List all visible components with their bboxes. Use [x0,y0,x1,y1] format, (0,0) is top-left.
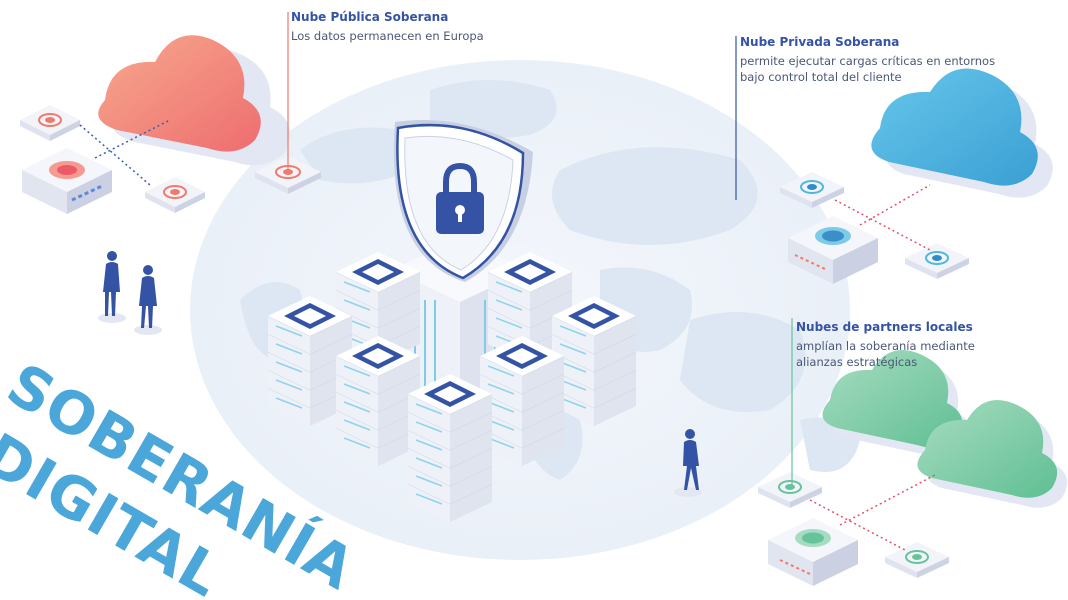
person-figure-2 [134,265,162,335]
data-center [267,238,637,522]
partner-cloud-icon-2 [917,400,1068,508]
partners-cloud-desc-line1: amplían la soberanía mediante [796,339,975,353]
partners-cloud-title: Nubes de partners locales [796,320,973,334]
public-cloud-icon [98,35,291,166]
server-rack-5 [335,336,421,466]
public-cloud-title: Nube Pública Soberana [291,10,449,24]
private-server-node [788,216,878,284]
partner-server-node [768,518,858,586]
public-connection-lines [79,119,171,186]
server-rack-6 [479,336,565,466]
private-cloud-desc-line2: bajo control total del cliente [740,70,902,84]
server-rack-4 [551,296,637,426]
private-connection-lines [834,184,931,251]
person-figure-1 [98,251,126,323]
private-cloud-title: Nube Privada Soberana [740,35,900,49]
shield-lock-icon [393,120,533,282]
server-rack-2 [487,252,573,364]
private-node-small-1 [780,172,844,208]
public-node-small-2 [145,177,205,213]
public-node-pin [255,156,321,194]
server-rack-7 [407,374,493,522]
private-cloud-icon [871,68,1053,198]
public-cloud-desc: Los datos permanecen en Europa [291,29,484,43]
public-node-small-1 [20,105,80,141]
partner-node-small-2 [885,542,949,578]
person-figure-3 [674,429,702,497]
private-cloud-desc-line1: permite ejecutar cargas críticas en ento… [740,54,996,68]
partner-node-small-1 [758,472,822,508]
private-node-small-2 [905,243,969,279]
public-server-node [22,148,112,214]
partners-cloud-desc-line2: alianzas estratégicas [796,355,918,369]
